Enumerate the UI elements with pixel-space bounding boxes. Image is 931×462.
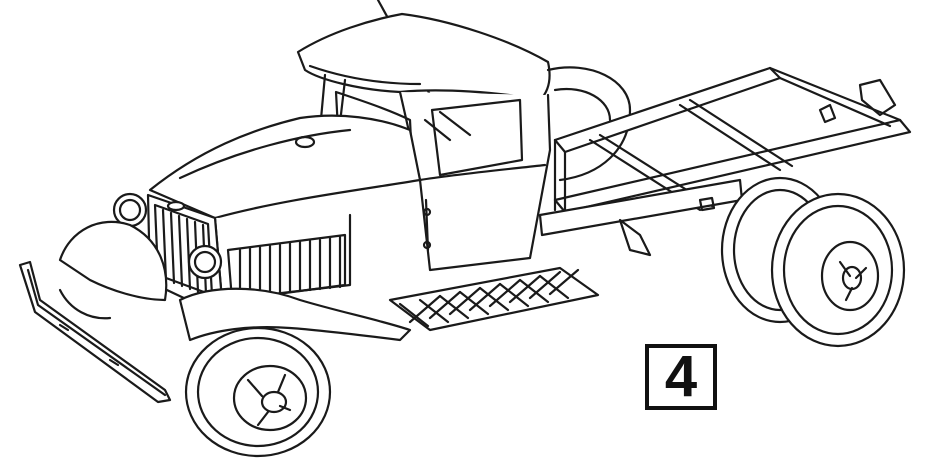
running-board <box>388 266 600 332</box>
cab-rear-window <box>430 98 524 177</box>
front-bumper <box>18 260 172 404</box>
headlights <box>112 192 223 280</box>
rear-wheels <box>720 176 906 348</box>
rear-hitch <box>858 78 897 117</box>
cab-body <box>318 73 552 272</box>
step-number-box: 4 <box>645 344 717 410</box>
front-left-wheel <box>58 288 112 320</box>
front-fenders <box>58 220 412 342</box>
spare-wheel <box>546 66 632 182</box>
front-wheel <box>184 326 332 458</box>
hood-louvers <box>226 233 347 302</box>
step-number: 4 <box>664 344 698 409</box>
hood <box>148 114 422 302</box>
cab-roof <box>296 12 551 102</box>
